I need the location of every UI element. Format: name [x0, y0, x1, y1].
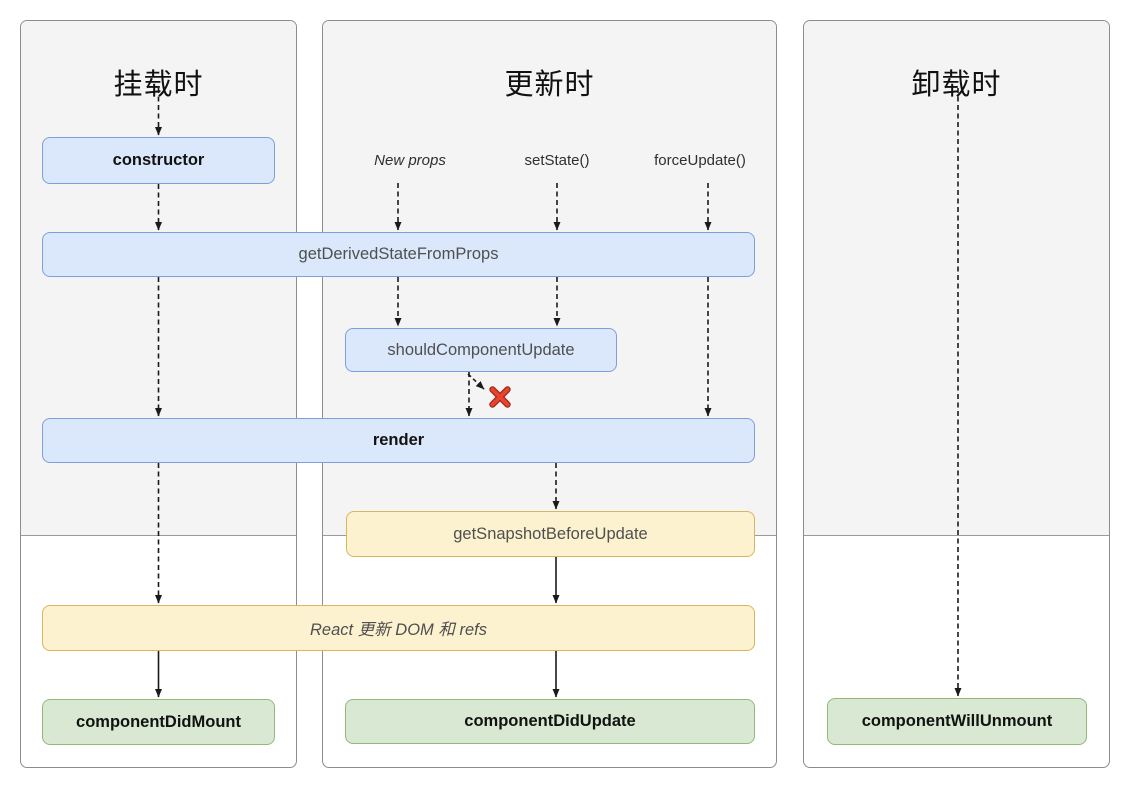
component-did-mount-box: componentDidMount — [42, 699, 275, 745]
react-updates-dom-box: React 更新 DOM 和 refs — [42, 605, 755, 651]
get-snapshot-before-update-box: getSnapshotBeforeUpdate — [346, 511, 755, 557]
update-column-title: 更新时 — [504, 69, 595, 101]
unmount-column-title: 卸载时 — [911, 69, 1002, 101]
forceupdate-label: forceUpdate() — [654, 152, 746, 169]
unmount-render-phase-region — [804, 21, 1109, 536]
update-column-panel: 更新时 — [322, 20, 777, 768]
component-will-unmount-box: componentWillUnmount — [827, 698, 1087, 745]
get-derived-state-from-props-box: getDerivedStateFromProps — [42, 232, 755, 277]
unmount-column-panel: 卸载时 — [803, 20, 1110, 768]
new-props-label: New props — [374, 152, 446, 169]
component-did-update-box: componentDidUpdate — [345, 699, 755, 744]
setstate-label: setState() — [524, 152, 590, 169]
should-component-update-box: shouldComponentUpdate — [345, 328, 617, 372]
render-box: render — [42, 418, 755, 463]
mount-column-title: 挂载时 — [113, 69, 204, 101]
constructor-box: constructor — [42, 137, 275, 184]
mount-column-panel: 挂载时 — [20, 20, 297, 768]
